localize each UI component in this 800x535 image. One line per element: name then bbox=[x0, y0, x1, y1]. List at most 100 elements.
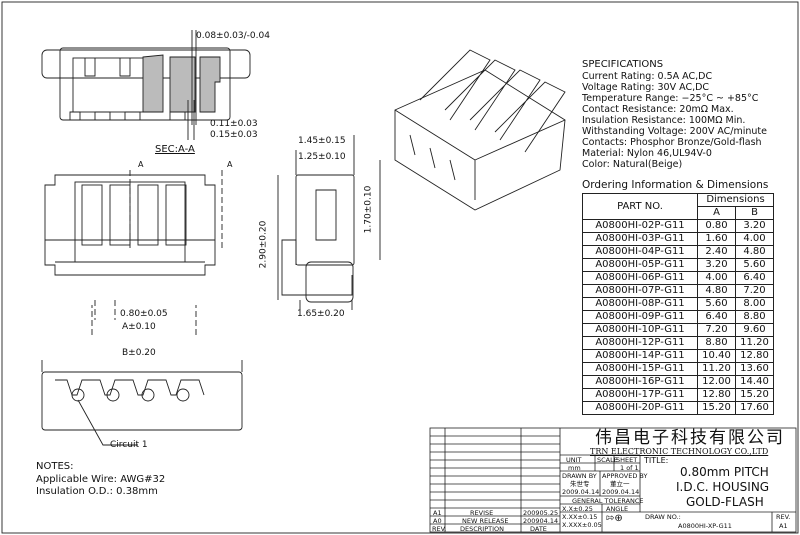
dim-a-cell: 7.20 bbox=[697, 323, 736, 337]
spec-line: Contact Resistance: 20mΩ Max. bbox=[582, 104, 734, 115]
front-view bbox=[44, 170, 223, 335]
dim-0-80: 0.80±0.05 bbox=[120, 309, 168, 319]
rev-row-1-rev: A1 bbox=[433, 509, 442, 517]
sheet-value: 1 of 1 bbox=[620, 464, 639, 472]
dim-a-cell: 2.40 bbox=[697, 245, 736, 259]
dim-b-cell: 14.40 bbox=[735, 375, 774, 389]
tolerance-label: GENERAL TOLERANCE bbox=[572, 497, 644, 505]
part-no-cell: A0800HI-05P-G11 bbox=[582, 258, 698, 272]
projection-symbol-icon: ⇰⊕ bbox=[606, 513, 623, 524]
approved-date: 2009.04.14 bbox=[602, 488, 640, 496]
rev-row-2-desc: NEW RELEASE bbox=[462, 517, 509, 525]
dim-a-cell: 5.60 bbox=[697, 297, 736, 311]
dim-b-cell: 4.00 bbox=[735, 232, 774, 246]
isometric-view bbox=[394, 49, 566, 211]
dim-a-cell: 12.00 bbox=[697, 375, 736, 389]
part-no-cell: A0800HI-07P-G11 bbox=[582, 284, 698, 298]
part-no-cell: A0800HI-15P-G11 bbox=[582, 362, 698, 376]
company-name-en: TRN ELECTRONIC TECHNOLOGY CO.,LTD bbox=[590, 447, 769, 456]
col-a: A bbox=[697, 206, 736, 220]
part-no-cell: A0800HI-16P-G11 bbox=[582, 375, 698, 389]
rev-head-desc: DESCRIPTION bbox=[460, 525, 504, 533]
note-2: Insulation O.D.: 0.38mm bbox=[36, 486, 158, 497]
dim-b: B±0.20 bbox=[122, 348, 156, 358]
dim-b-cell: 9.60 bbox=[735, 323, 774, 337]
dim-b-cell: 7.20 bbox=[735, 284, 774, 298]
unit-label: UNIT bbox=[566, 456, 582, 464]
rev-row-2-rev: A0 bbox=[433, 517, 442, 525]
dim-a-cell: 1.60 bbox=[697, 232, 736, 246]
dim-1-70: 1.70±0.10 bbox=[363, 185, 374, 234]
rev-label: REV. bbox=[776, 513, 791, 521]
title-block-lines bbox=[429, 427, 797, 533]
part-no-cell: A0800HI-03P-G11 bbox=[582, 232, 698, 246]
spec-line: Material: Nylon 46,UL94V-0 bbox=[582, 148, 712, 159]
spec-line: Current Rating: 0.5A AC,DC bbox=[582, 71, 713, 82]
spec-line: Contacts: Phosphor Bronze/Gold-flash bbox=[582, 137, 762, 148]
title-label: TITLE: bbox=[644, 456, 669, 465]
dim-b-cell: 5.60 bbox=[735, 258, 774, 272]
part-no-cell: A0800HI-02P-G11 bbox=[582, 219, 698, 233]
dim-1-45: 1.45±0.15 bbox=[298, 136, 346, 146]
rev-value: A1 bbox=[779, 522, 788, 530]
dim-b-cell: 8.00 bbox=[735, 297, 774, 311]
dim-b-cell: 6.40 bbox=[735, 271, 774, 285]
dim-a-cell: 11.20 bbox=[697, 362, 736, 376]
rev-row-2-date: 200904.14 bbox=[523, 517, 559, 525]
dim-a-cell: 3.20 bbox=[697, 258, 736, 272]
dim-0-15: 0.15±0.03 bbox=[210, 130, 258, 140]
dim-a-cell: 4.80 bbox=[697, 284, 736, 298]
part-no-cell: A0800HI-14P-G11 bbox=[582, 349, 698, 363]
rev-head-date: DATE bbox=[530, 525, 547, 533]
notes-title: NOTES: bbox=[36, 461, 74, 472]
title-line-2: I.D.C. HOUSING bbox=[676, 480, 770, 494]
angle-label: ANGLE bbox=[606, 505, 629, 513]
spec-line: Withstanding Voltage: 200V AC/minute bbox=[582, 126, 768, 137]
dim-1-65: 1.65±0.20 bbox=[297, 309, 345, 319]
part-no-cell: A0800HI-09P-G11 bbox=[582, 310, 698, 324]
dim-b-cell: 17.60 bbox=[735, 401, 774, 415]
dim-a: A±0.10 bbox=[122, 322, 156, 332]
tolerance-1: X.X±0.25 bbox=[562, 505, 593, 513]
dim-0-11: 0.11±0.03 bbox=[210, 119, 258, 129]
rev-head-rev: REV. bbox=[432, 525, 447, 533]
unit-value: mm bbox=[568, 464, 581, 472]
dim-a-cell: 12.80 bbox=[697, 388, 736, 402]
spec-line: Insulation Resistance: 100MΩ Min. bbox=[582, 115, 746, 126]
title-line-1: 0.80mm PITCH bbox=[680, 465, 769, 479]
drawn-date: 2009.04.14 bbox=[562, 488, 600, 496]
circuit-label: Circuit 1 bbox=[110, 440, 148, 450]
spec-line: Voltage Rating: 30V AC,DC bbox=[582, 82, 710, 93]
spec-line: Color: Natural(Beige) bbox=[582, 159, 683, 170]
drawn-signature: 朱世专 bbox=[570, 480, 590, 488]
draw-no: A0800HI-XP-G11 bbox=[678, 522, 732, 530]
section-mark-right: A bbox=[227, 160, 233, 169]
dim-a-cell: 15.20 bbox=[697, 401, 736, 415]
specs-list: Current Rating: 0.5A AC,DC Voltage Ratin… bbox=[582, 71, 767, 170]
part-no-cell: A0800HI-04P-G11 bbox=[582, 245, 698, 259]
dim-1-25: 1.25±0.10 bbox=[298, 152, 346, 162]
dim-2-90: 2.90±0.20 bbox=[258, 220, 269, 269]
col-dimensions: Dimensions bbox=[697, 193, 774, 207]
specs-title: SPECIFICATIONS bbox=[582, 59, 664, 70]
part-no-cell: A0800HI-06P-G11 bbox=[582, 271, 698, 285]
approved-by-label: APPROVED BY bbox=[602, 472, 648, 480]
ordering-title: Ordering Information & Dimensions bbox=[582, 179, 769, 191]
dim-b-cell: 13.60 bbox=[735, 362, 774, 376]
draw-no-label: DRAW NO.: bbox=[645, 513, 681, 521]
dim-a-cell: 0.80 bbox=[697, 219, 736, 233]
